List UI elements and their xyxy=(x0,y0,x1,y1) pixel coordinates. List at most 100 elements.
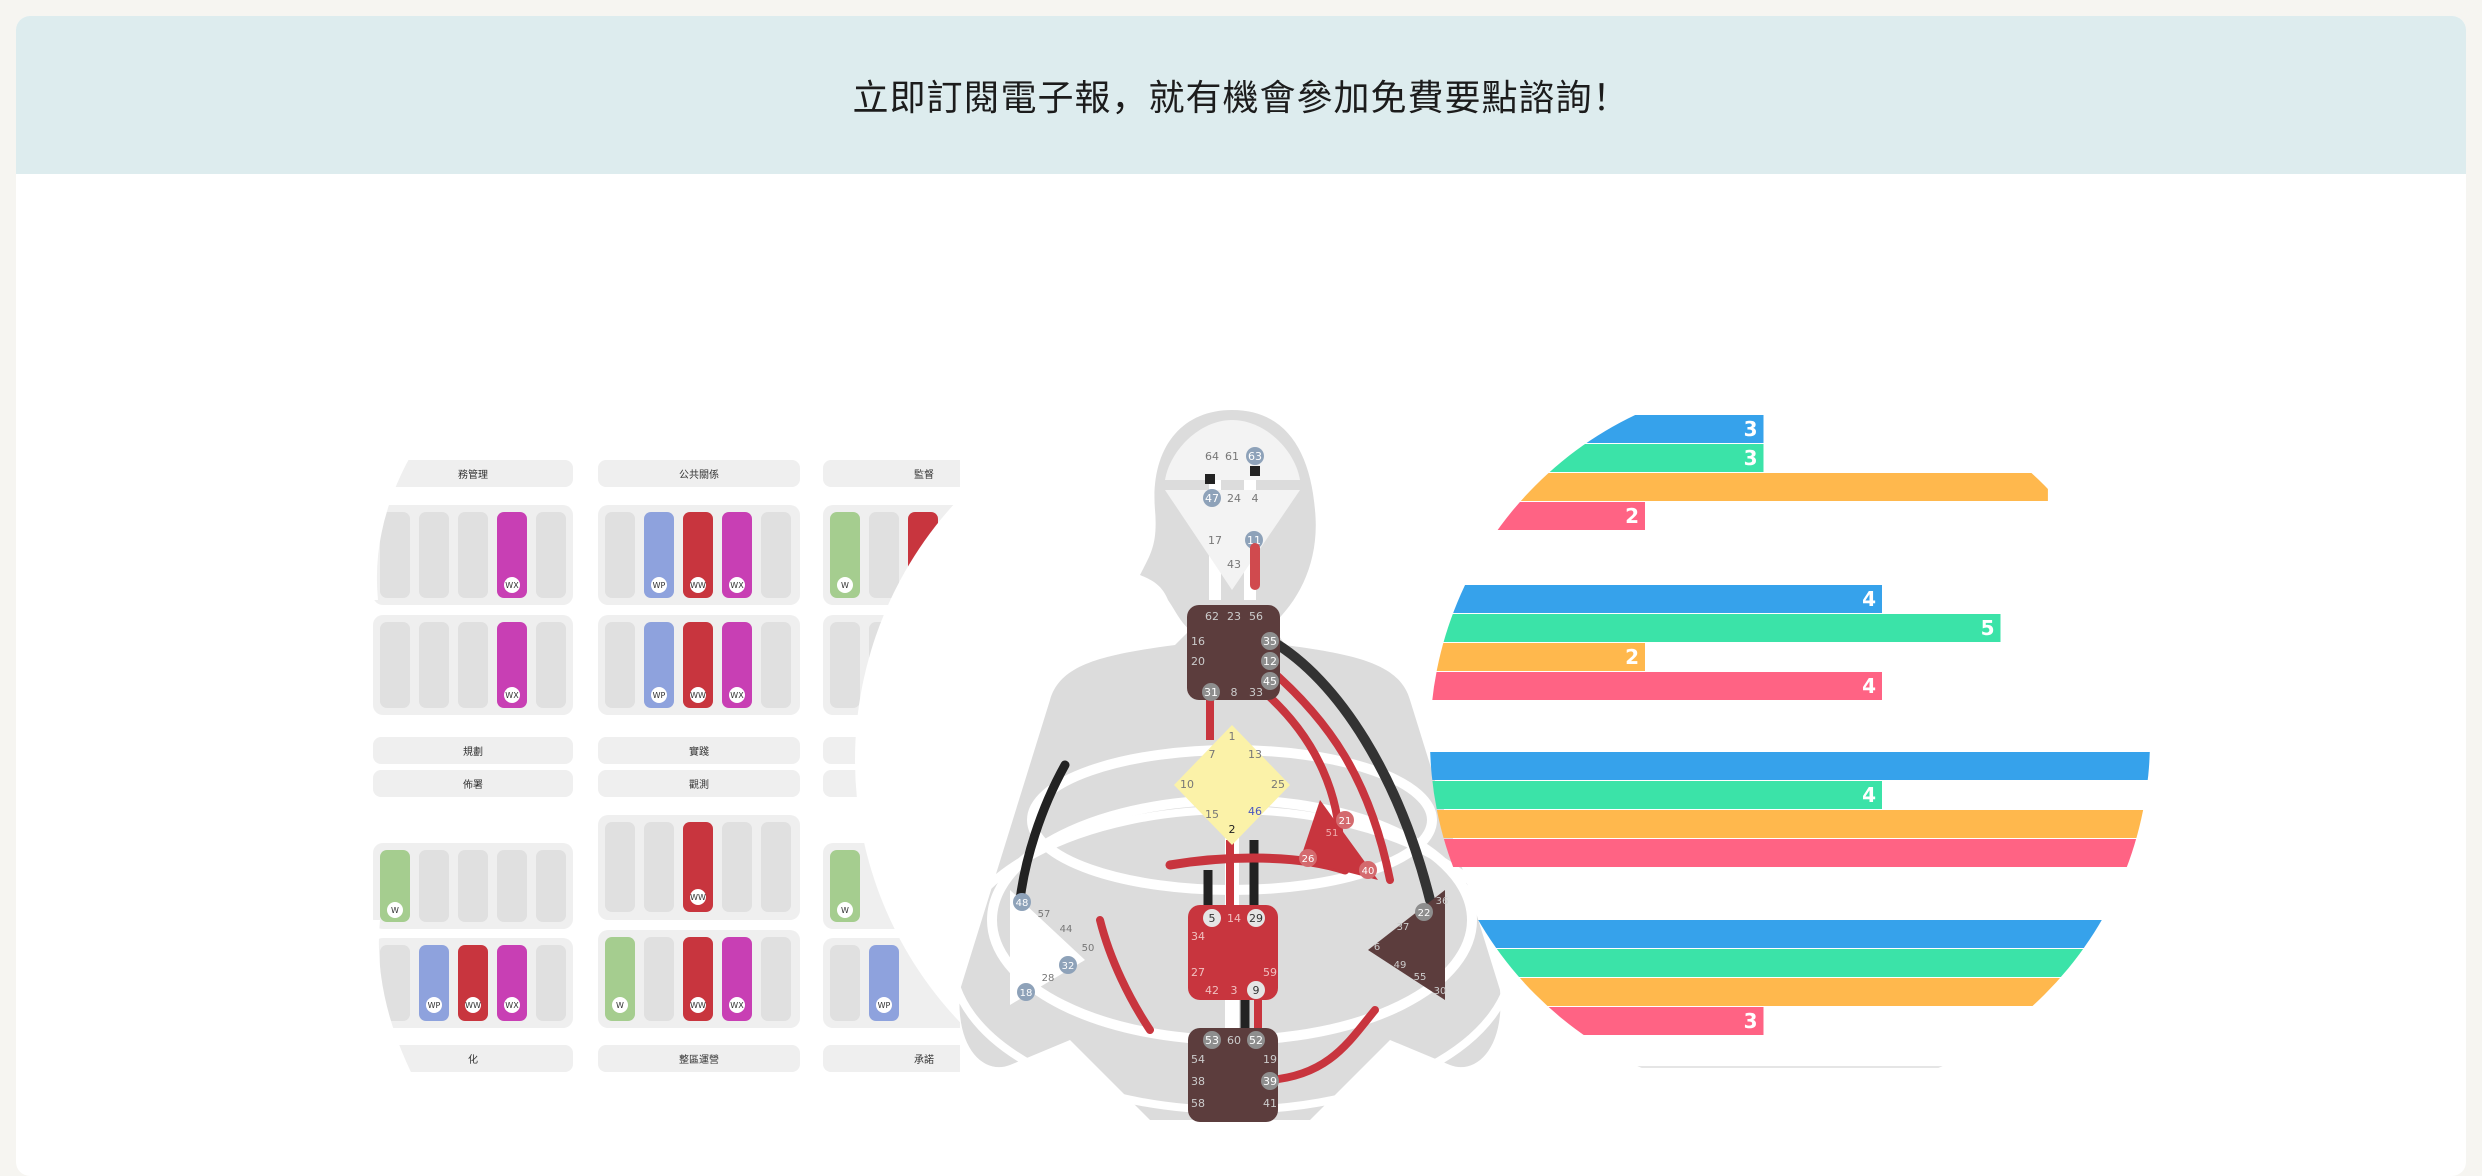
svg-text:28: 28 xyxy=(1042,973,1055,984)
svg-text:38: 38 xyxy=(1191,1075,1205,1088)
svg-text:WW: WW xyxy=(690,893,706,902)
grid-label: 實踐 xyxy=(689,745,709,758)
svg-text:53: 53 xyxy=(1205,1034,1219,1047)
svg-text:5: 5 xyxy=(1209,912,1216,925)
bar xyxy=(1430,672,1882,700)
svg-text:35: 35 xyxy=(1263,635,1277,648)
svg-text:34: 34 xyxy=(1191,930,1205,943)
svg-text:51: 51 xyxy=(1326,828,1339,839)
svg-text:32: 32 xyxy=(1062,961,1075,972)
svg-text:40: 40 xyxy=(1362,866,1375,877)
svg-text:41: 41 xyxy=(1263,1097,1277,1110)
grid-label: 化 xyxy=(468,1053,478,1066)
grid-label: 整區運營 xyxy=(679,1053,719,1066)
svg-text:49: 49 xyxy=(1394,960,1407,971)
svg-text:1: 1 xyxy=(1229,730,1236,743)
bar-data-label: 3 xyxy=(1744,446,1758,470)
grid-label: 承諾 xyxy=(914,1053,934,1066)
gate-label: 63 xyxy=(1248,450,1262,463)
svg-text:50: 50 xyxy=(1082,943,1095,954)
svg-text:8: 8 xyxy=(1231,686,1238,699)
grid-label: 觀測 xyxy=(689,778,709,791)
svg-text:3: 3 xyxy=(1231,984,1238,997)
svg-text:58: 58 xyxy=(1191,1097,1205,1110)
bar xyxy=(1430,614,2001,642)
svg-text:WW: WW xyxy=(690,581,706,590)
svg-text:29: 29 xyxy=(1249,912,1263,925)
svg-text:57: 57 xyxy=(1038,909,1051,920)
svg-text:22: 22 xyxy=(1418,908,1431,919)
svg-text:19: 19 xyxy=(1263,1053,1277,1066)
svg-text:2: 2 xyxy=(1229,823,1236,836)
svg-text:W: W xyxy=(391,906,399,915)
gate-label: 24 xyxy=(1227,492,1241,505)
svg-text:7: 7 xyxy=(1209,748,1216,761)
root-center xyxy=(1188,1028,1278,1122)
bar xyxy=(1430,752,2150,780)
bar xyxy=(1430,839,2150,867)
svg-text:37: 37 xyxy=(1397,922,1410,933)
bar-data-label: 2 xyxy=(1625,504,1639,528)
svg-text:31: 31 xyxy=(1204,686,1218,699)
gate-label: 43 xyxy=(1227,558,1241,571)
g-center xyxy=(1174,725,1290,845)
bar-data-label: 5 xyxy=(1981,616,1995,640)
bar-data-label: 4 xyxy=(1862,587,1876,611)
gate-label: 4 xyxy=(1252,492,1259,505)
svg-text:WW: WW xyxy=(465,1001,481,1010)
bar xyxy=(1430,810,2150,838)
svg-text:6: 6 xyxy=(1374,942,1380,953)
grid-label: 務管理 xyxy=(458,468,488,481)
sacral-center xyxy=(1188,905,1278,1000)
svg-text:36: 36 xyxy=(1436,896,1449,907)
svg-text:18: 18 xyxy=(1020,988,1033,999)
svg-text:W: W xyxy=(841,581,849,590)
svg-text:55: 55 xyxy=(1414,972,1427,983)
svg-text:W: W xyxy=(616,1001,624,1010)
svg-text:WX: WX xyxy=(505,691,519,700)
svg-text:62: 62 xyxy=(1205,610,1219,623)
svg-text:WX: WX xyxy=(730,1001,744,1010)
svg-text:45: 45 xyxy=(1263,675,1277,688)
svg-text:W: W xyxy=(841,906,849,915)
x-tick-label: 4 xyxy=(1875,1089,1889,1114)
bar-data-label: 3 xyxy=(1744,417,1758,441)
subscribe-banner[interactable]: 立即訂閱電子報，就有機會參加免費要點諮詢！ xyxy=(16,16,2466,174)
bar xyxy=(1430,949,2143,977)
svg-text:12: 12 xyxy=(1263,655,1277,668)
svg-text:WX: WX xyxy=(505,1001,519,1010)
svg-text:27: 27 xyxy=(1191,966,1205,979)
bar xyxy=(1430,643,1645,671)
svg-text:20: 20 xyxy=(1191,655,1205,668)
svg-text:WX: WX xyxy=(505,581,519,590)
svg-text:46: 46 xyxy=(1248,805,1262,818)
gate-label: 17 xyxy=(1208,534,1222,547)
svg-text:23: 23 xyxy=(1227,610,1241,623)
svg-text:9: 9 xyxy=(1253,984,1260,997)
bar xyxy=(1430,920,2143,948)
svg-text:52: 52 xyxy=(1249,1034,1263,1047)
grid-label: 規劃 xyxy=(463,745,483,758)
svg-text:21: 21 xyxy=(1339,816,1352,827)
svg-text:26: 26 xyxy=(1302,854,1315,865)
grid-label: 監督 xyxy=(914,468,934,481)
gate-label: 61 xyxy=(1225,450,1239,463)
throat-center xyxy=(1187,605,1280,700)
heart-center xyxy=(1300,800,1378,880)
bar xyxy=(1430,415,1764,443)
svg-text:44: 44 xyxy=(1060,924,1073,935)
svg-text:WP: WP xyxy=(878,1001,891,1010)
svg-text:10: 10 xyxy=(1180,778,1194,791)
bar-data-label: 2 xyxy=(1625,645,1639,669)
svg-text:33: 33 xyxy=(1249,686,1263,699)
svg-text:WX: WX xyxy=(730,691,744,700)
svg-text:WP: WP xyxy=(653,691,666,700)
gate-label: 47 xyxy=(1205,492,1219,505)
banner-text: 立即訂閱電子報，就有機會參加免費要點諮詢！ xyxy=(852,78,1630,119)
bar-data-label: 3 xyxy=(1744,1009,1758,1033)
grid-footer-text: bbed xyxy=(602,1116,622,1125)
svg-text:14: 14 xyxy=(1227,912,1241,925)
svg-text:48: 48 xyxy=(1016,898,1029,909)
